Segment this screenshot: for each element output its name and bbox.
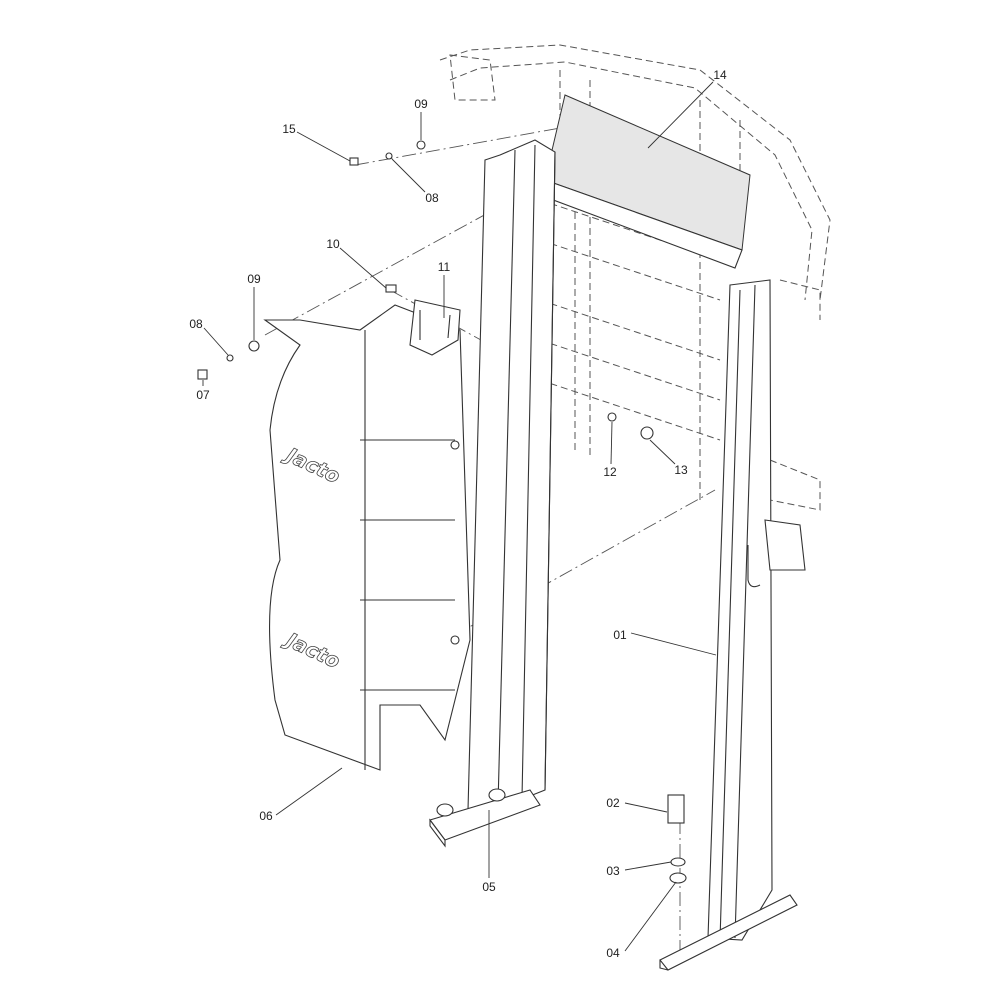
part-02-bolt [667,794,685,824]
part-01-right-post [659,279,806,971]
callout-05: 05 [482,880,496,894]
callout-14: 14 [713,68,727,82]
part-10-bolt [385,284,397,293]
part-06-cover: Jacto Jacto [263,304,471,771]
part-11-bracket [409,299,461,356]
callout-02: 02 [606,796,620,810]
part-08-lockwasher-left [226,354,234,362]
part-03-lockwasher [670,857,686,867]
part-04-washer [669,872,687,884]
callout-11: 11 [438,260,451,274]
callout-08-top: 08 [425,191,439,205]
part-14-shield [539,94,751,269]
callout-09-left: 09 [247,272,261,286]
leader-lines [202,81,717,952]
callout-01: 01 [613,628,627,642]
part-12-washer [607,412,617,422]
callout-13: 13 [674,463,688,477]
callout-12: 12 [603,465,617,479]
part-05-left-post [429,139,556,848]
callout-06: 06 [259,809,273,823]
hardware [197,140,687,884]
part-15-bolt [349,157,359,166]
part-07-bolt [197,369,208,380]
callout-labels: 14 09 15 08 10 11 09 08 07 12 13 01 02 0… [189,68,727,960]
part-09-washer-left [248,340,260,352]
part-08-lockwasher-top [385,152,393,160]
callout-09-top: 09 [414,97,428,111]
callout-10: 10 [326,237,340,251]
callout-07: 07 [196,388,210,402]
part-09-washer-top [416,140,426,150]
callout-03: 03 [606,864,620,878]
callout-15: 15 [282,122,296,136]
callout-08-left: 08 [189,317,203,331]
callout-04: 04 [606,946,620,960]
part-13-nut [640,426,654,440]
